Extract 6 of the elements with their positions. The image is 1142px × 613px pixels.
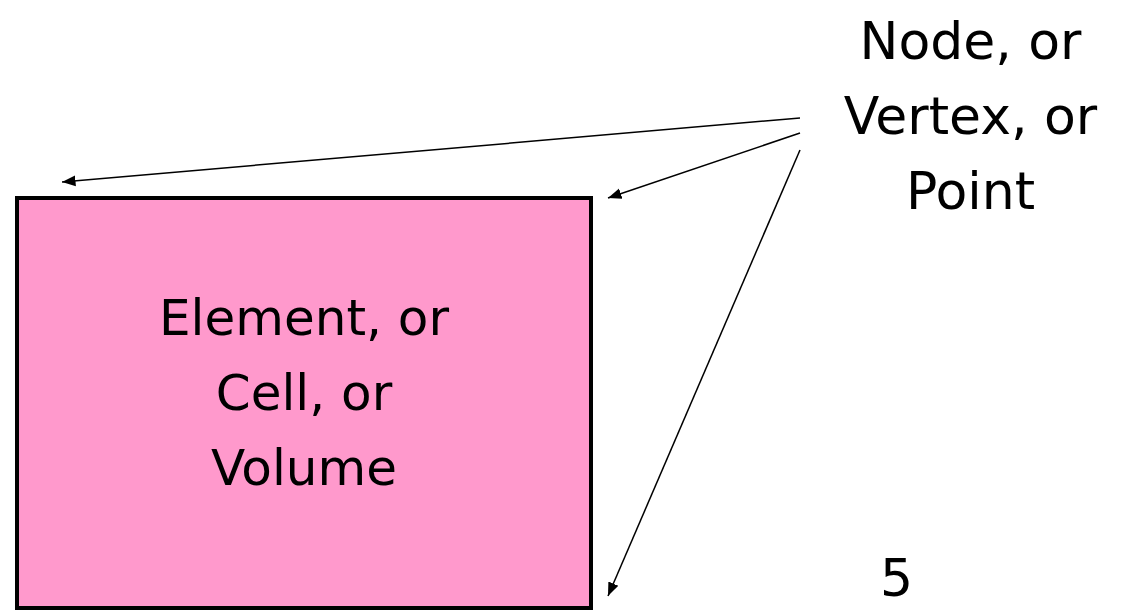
callout-text: Node, or Vertex, or Point bbox=[803, 4, 1138, 229]
leader-line bbox=[607, 132, 801, 199]
leader-line bbox=[61, 117, 801, 187]
page-number: 5 bbox=[880, 548, 914, 608]
element-box: Element, or Cell, or Volume bbox=[15, 196, 593, 610]
leader-line bbox=[607, 149, 801, 597]
